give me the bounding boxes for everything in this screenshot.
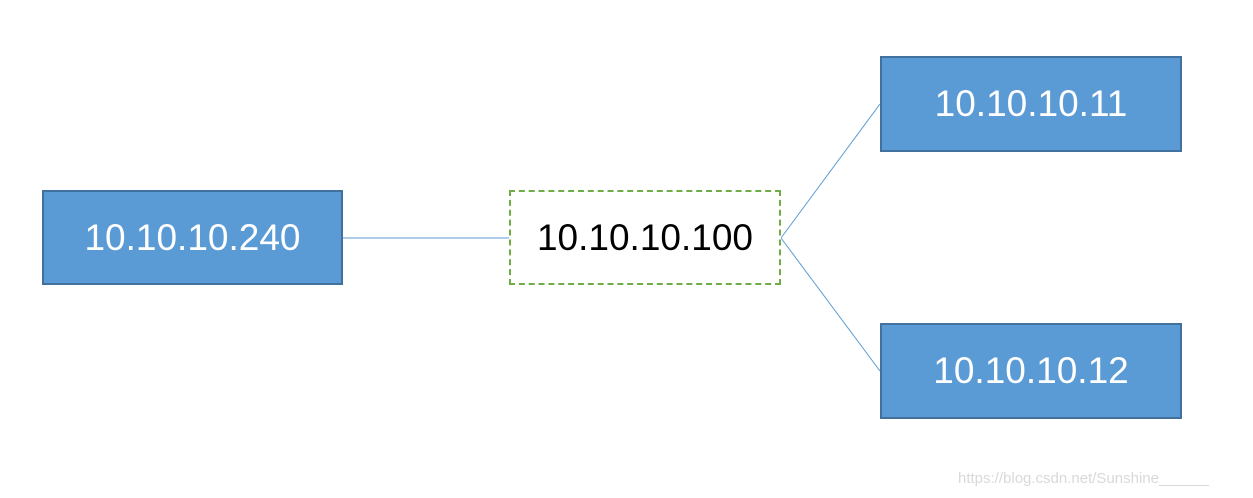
- edge-100-to-11: [780, 103, 881, 239]
- node-10-10-10-100: 10.10.10.100: [509, 190, 781, 285]
- node-label: 10.10.10.11: [934, 83, 1128, 124]
- node-label: 10.10.10.100: [536, 216, 754, 258]
- watermark-text: https://blog.csdn.net/Sunshine______: [958, 470, 1210, 487]
- node-label: 10.10.10.240: [84, 216, 301, 258]
- node-label: 10.10.10.12: [933, 350, 1129, 391]
- edge-100-to-12: [780, 237, 881, 372]
- node-10-10-10-240: 10.10.10.240: [42, 190, 343, 285]
- node-10-10-10-12: 10.10.10.12: [880, 323, 1182, 419]
- node-10-10-10-11: 10.10.10.11: [880, 56, 1182, 152]
